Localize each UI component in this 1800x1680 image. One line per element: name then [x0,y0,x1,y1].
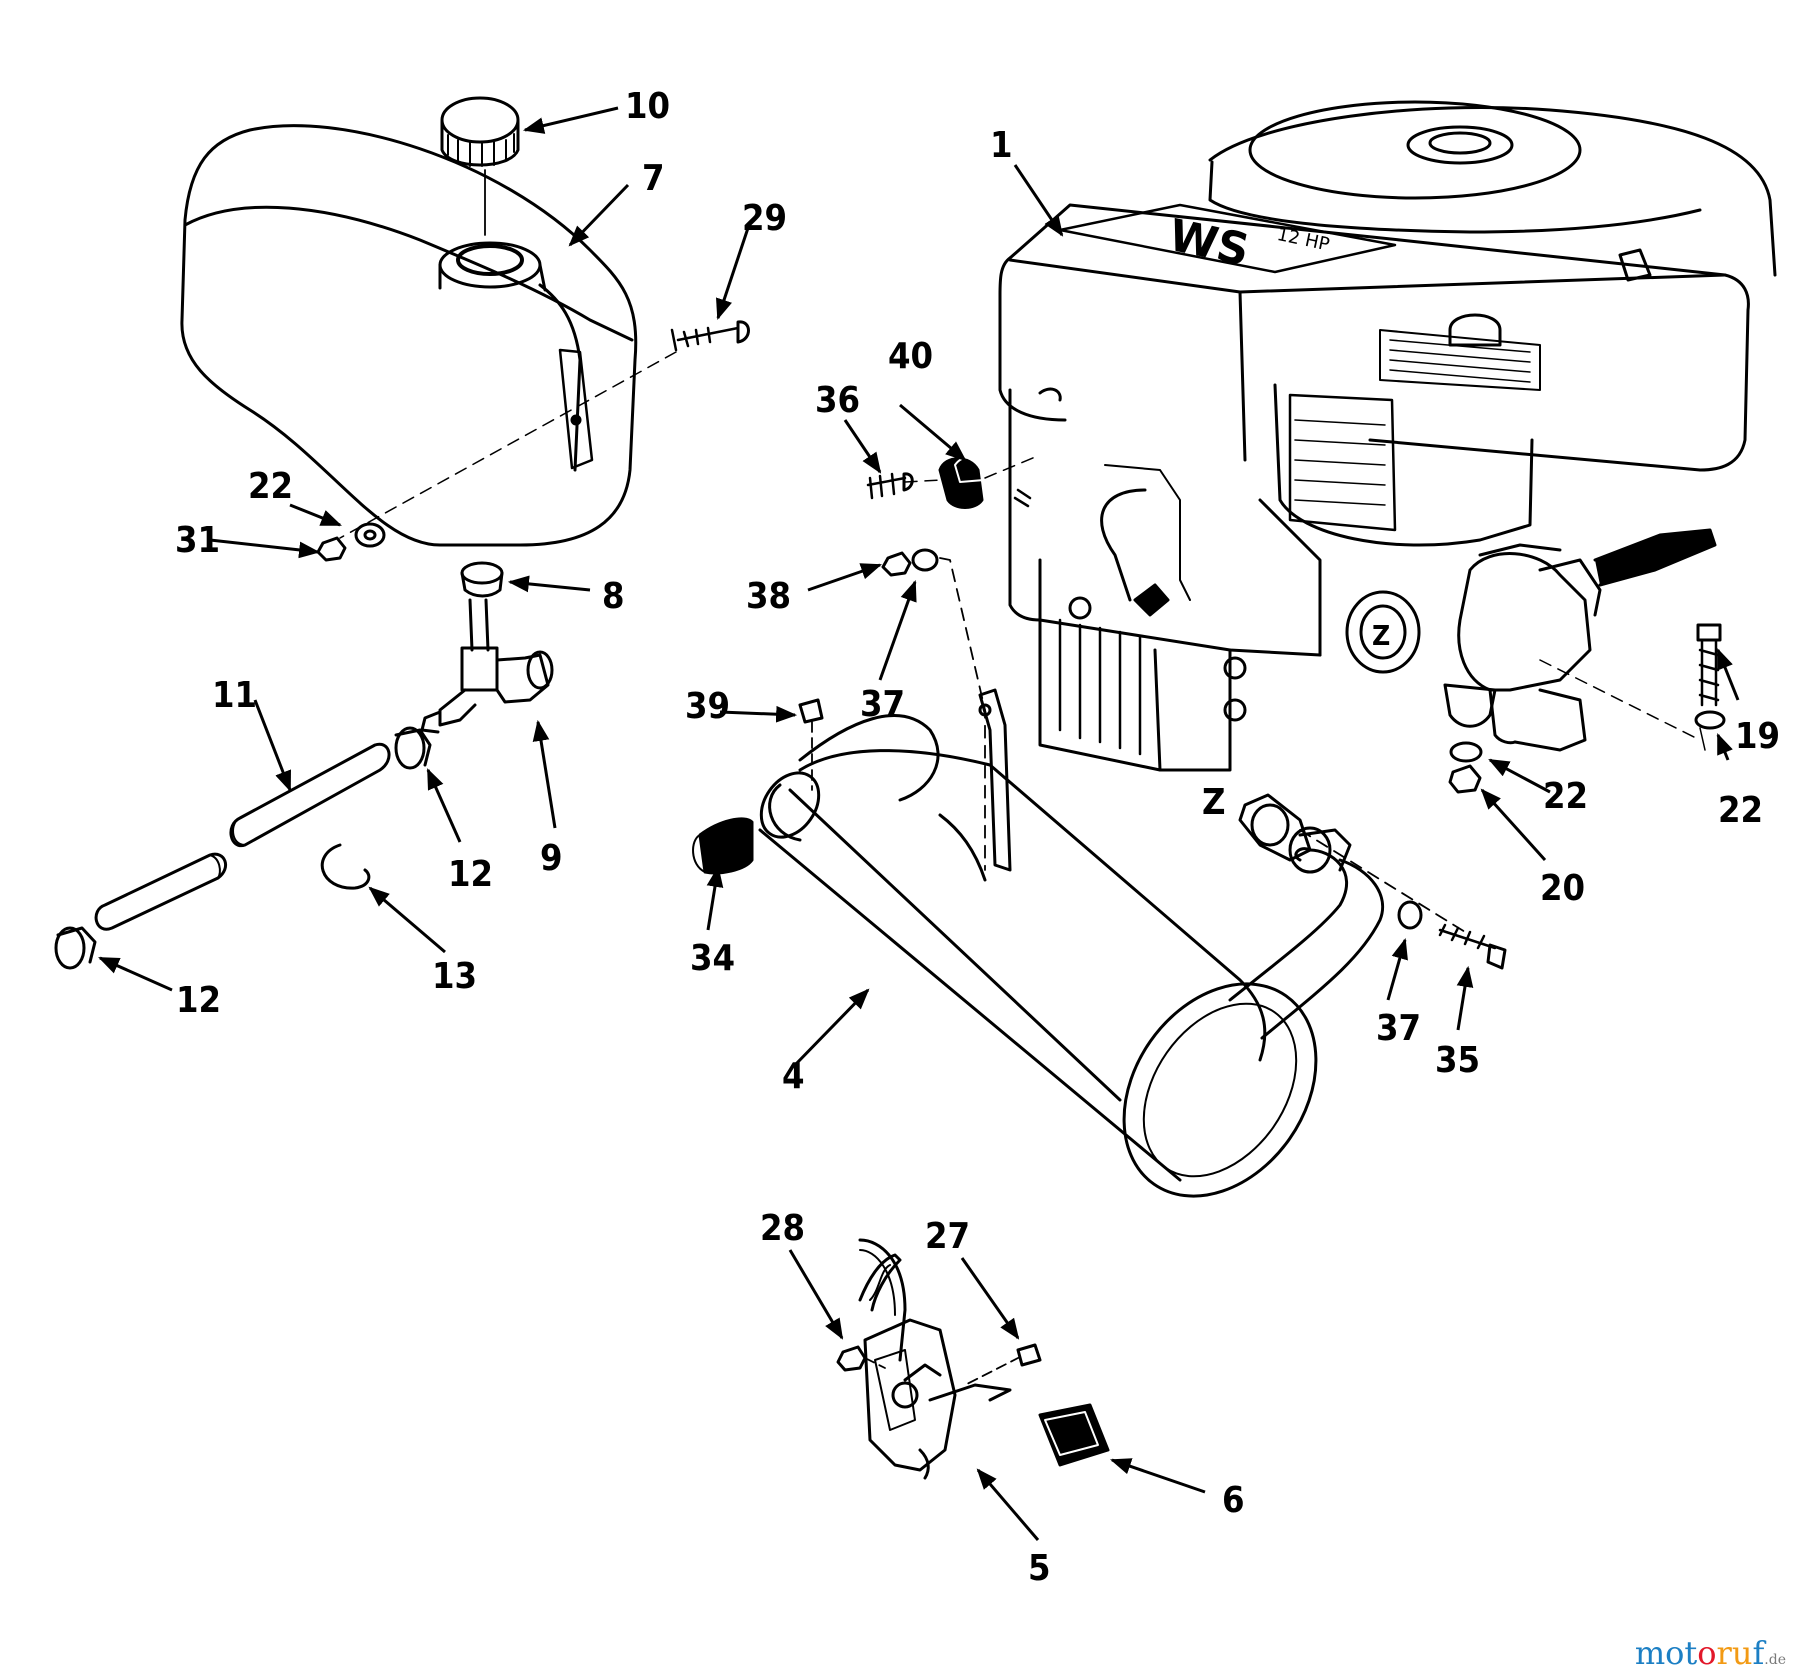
nut-28 [836,1345,867,1372]
callout-22-right: 22 [1718,790,1763,831]
site-watermark: motoruf.de [1635,1634,1786,1672]
washer-22-right [1694,710,1726,730]
callout-9: 9 [540,838,563,879]
bolt-19-head [1696,623,1722,642]
leader-arrows [98,106,1740,1541]
callout-z-engine: Z [1372,619,1390,652]
bolt-36 [866,472,907,500]
watermark-part-4: f [1752,1634,1765,1672]
callout-40: 40 [888,336,933,377]
callout-37-lower: 37 [1376,1008,1421,1049]
sediment-bowl [1443,683,1497,728]
bolt-29-head [736,320,750,344]
spring-clip [320,843,371,890]
watermark-part-3: ru [1716,1634,1753,1672]
nut-31 [316,536,347,562]
callout-1: 1 [990,125,1013,166]
mount-guide-line [339,351,677,539]
washer-37-upper [911,548,939,572]
callout-12-upper: 12 [448,854,493,895]
hanger-hole [978,703,992,717]
fuel-shutoff-valve [420,598,554,734]
callout-28: 28 [760,1208,805,1249]
callout-8: 8 [602,576,625,617]
callout-4: 4 [782,1056,805,1097]
callout-36: 36 [815,380,860,421]
fuel-line [94,742,391,931]
bracket-guide-line [904,454,1041,483]
fuel-cap [440,96,520,167]
mount-hole [1038,387,1062,402]
muffler [758,714,1385,1198]
muffler-spring [692,817,754,875]
nut-20 [1448,764,1482,794]
callout-11: 11 [212,675,257,716]
rubber-bumper-40 [938,457,984,509]
bolt-35 [1438,923,1497,950]
hose-clamp-upper [394,726,432,770]
watermark-suffix: .de [1764,1652,1786,1668]
flange-guide-line [1299,829,1471,936]
washer-22-lower [1449,741,1483,763]
callout-10: 10 [625,86,670,127]
callout-z-flange: Z [1202,782,1225,823]
callout-22-left: 22 [248,466,293,507]
muffler-hanger-strap [978,688,1012,872]
washer-37-lower [1397,900,1423,930]
grommet [460,561,504,598]
screw-27-guide-line [964,1356,1021,1386]
rubber-bumper-6 [1038,1403,1110,1467]
callout-37-upper: 37 [860,684,905,725]
bolt-39 [798,698,824,724]
callout-labels: 10 7 29 22 31 8 9 11 12 13 12 1 40 36 38… [175,86,1780,1589]
control-cable [858,1238,907,1362]
bolt-35-head [1486,943,1507,970]
control-bracket [858,1253,1012,1480]
decal-hp: 12 HP [1275,224,1331,256]
callout-31: 31 [175,520,220,561]
bolt-19 [1698,638,1720,707]
carb-guide-line [1539,659,1701,741]
watermark-part-1: mot [1634,1634,1698,1672]
washer-22 [354,522,386,548]
bolt-29 [670,326,740,352]
engine [998,100,1777,772]
nut-38 [881,551,912,577]
decal-model: WS [1164,210,1253,277]
callout-6: 6 [1222,1480,1245,1521]
screw-27 [1016,1343,1042,1367]
callout-22-lower: 22 [1543,776,1588,817]
callout-12-lower: 12 [176,980,221,1021]
callout-38: 38 [746,576,791,617]
callout-27: 27 [925,1216,970,1257]
watermark-part-2: o [1697,1634,1717,1672]
washer-22-hole [363,529,377,541]
fuel-tank [180,124,638,547]
callout-19: 19 [1735,716,1780,757]
callout-39: 39 [685,686,730,727]
callout-20: 20 [1540,868,1585,909]
callout-5: 5 [1028,1548,1051,1589]
hose-clamp-lower [54,926,97,970]
callout-7: 7 [642,158,665,199]
callout-13: 13 [432,956,477,997]
callout-35: 35 [1435,1040,1480,1081]
hanger-guide-line [939,557,986,871]
callout-29: 29 [742,198,787,239]
callout-34: 34 [690,938,735,979]
